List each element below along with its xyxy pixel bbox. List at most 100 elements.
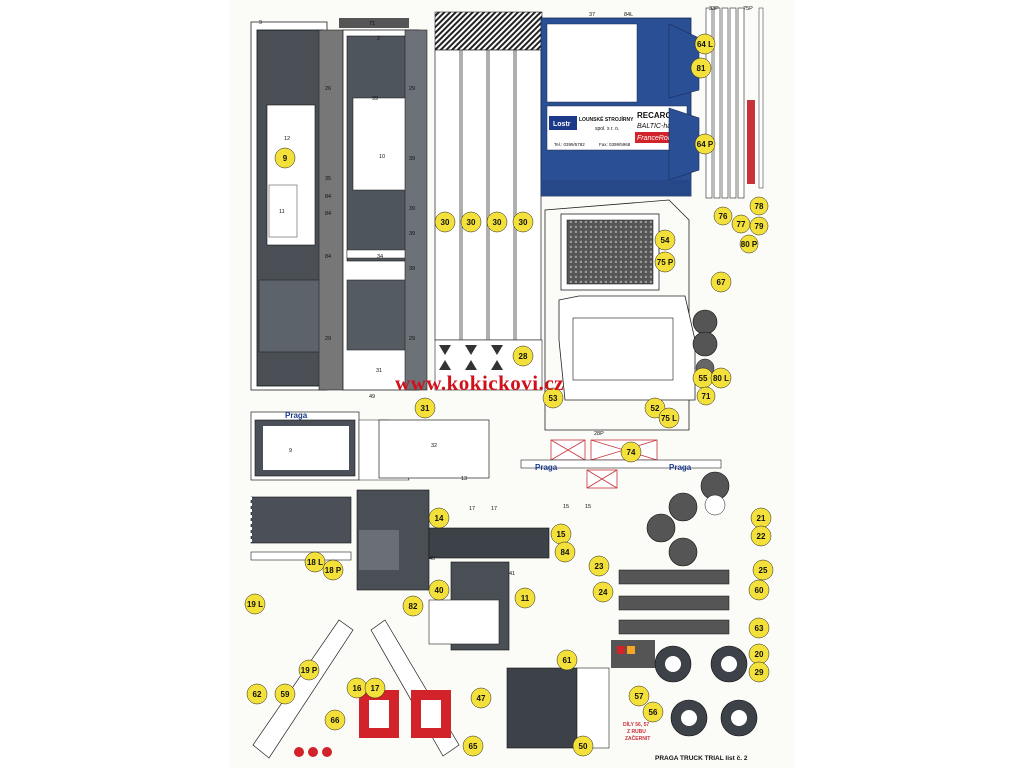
svg-text:31: 31	[376, 368, 382, 374]
part-badge: 75 P	[654, 251, 676, 273]
svg-text:19 L: 19 L	[247, 600, 263, 609]
svg-text:15: 15	[563, 504, 569, 510]
svg-text:53: 53	[549, 394, 558, 403]
part-badge: 18 L	[304, 551, 326, 573]
svg-text:12: 12	[284, 136, 290, 142]
part-badge: 81	[690, 57, 712, 79]
svg-text:49: 49	[369, 394, 375, 400]
svg-text:Z RUBU: Z RUBU	[627, 729, 646, 735]
svg-text:84: 84	[325, 254, 331, 260]
svg-text:10: 10	[379, 154, 385, 160]
ad-sponsor-3: FranceRoutes	[637, 135, 681, 142]
cab-side-strip: 26 35 84 84 84 29	[318, 29, 344, 391]
svg-text:13: 13	[461, 476, 467, 482]
svg-text:11: 11	[279, 209, 285, 215]
part-badge: 16	[346, 677, 368, 699]
diagonal-arms	[252, 619, 460, 759]
part-badge: 19 P	[298, 659, 320, 681]
part-badge: 84	[554, 541, 576, 563]
watermark: www.kokickovi.cz	[395, 371, 564, 395]
svg-text:82: 82	[409, 602, 418, 611]
svg-text:31: 31	[421, 404, 430, 413]
part-badge: 24	[592, 581, 614, 603]
stripe-parts-30	[434, 11, 543, 391]
svg-text:79: 79	[755, 222, 764, 231]
part-badge: 71	[696, 386, 716, 406]
ad-sponsor-2: BALTIC-haus	[637, 123, 679, 130]
svg-text:81: 81	[697, 64, 706, 73]
svg-text:11: 11	[521, 594, 530, 603]
part-badge: 76	[713, 206, 733, 226]
svg-text:32: 32	[431, 443, 437, 449]
svg-text:50: 50	[579, 742, 588, 751]
svg-text:77: 77	[737, 220, 746, 229]
svg-text:17: 17	[371, 684, 380, 693]
tread-strip-left	[250, 496, 352, 561]
svg-text:30: 30	[493, 218, 502, 227]
part-badge: 28	[512, 345, 534, 367]
svg-text:20: 20	[755, 650, 764, 659]
part-badge: 75 L	[658, 407, 680, 429]
svg-text:22: 22	[757, 532, 766, 541]
svg-text:57: 57	[635, 692, 644, 701]
svg-text:64 P: 64 P	[697, 140, 714, 149]
svg-text:56: 56	[649, 708, 658, 717]
svg-text:29: 29	[409, 86, 415, 92]
svg-text:80 L: 80 L	[713, 374, 729, 383]
svg-text:66: 66	[331, 716, 340, 725]
part-badge: 17	[364, 677, 386, 699]
part-badge: 31	[414, 397, 436, 419]
svg-text:9: 9	[259, 20, 262, 26]
part-badge: 64 L	[694, 33, 716, 55]
svg-text:24: 24	[599, 588, 608, 597]
praga-plate: Praga 9 32	[250, 411, 490, 481]
part-badge: 80 P	[739, 234, 759, 254]
svg-text:28P: 28P	[594, 431, 604, 437]
svg-text:74: 74	[627, 448, 636, 457]
part-badge: 50	[572, 735, 594, 757]
part-badge: 82	[402, 595, 424, 617]
ad-company: LOUNSKÉ STROJÍRNY	[579, 115, 634, 123]
svg-text:39: 39	[409, 231, 415, 237]
part-badge: 30	[434, 211, 456, 233]
svg-text:67: 67	[717, 278, 726, 287]
part-badge: 15	[550, 523, 572, 545]
ad-phone: Tel.: 0399/5782	[554, 142, 585, 147]
svg-text:76: 76	[719, 212, 728, 221]
svg-text:34: 34	[377, 254, 383, 260]
svg-text:75 L: 75 L	[661, 414, 677, 423]
svg-text:ZAČERNIT: ZAČERNIT	[625, 735, 650, 742]
part-badge: 23	[588, 555, 610, 577]
svg-text:84L: 84L	[624, 12, 633, 18]
bottom-note: DÍLY 56, 57 Z RUBU ZAČERNIT	[623, 720, 650, 742]
gear-wheels	[618, 471, 730, 635]
wheel-box-net	[356, 489, 550, 651]
part-badge: 78	[749, 196, 769, 216]
svg-text:71: 71	[702, 392, 711, 401]
svg-text:41: 41	[509, 571, 515, 577]
svg-text:15: 15	[585, 504, 591, 510]
svg-text:54: 54	[661, 236, 670, 245]
sheet-title: PRAGA TRUCK TRIAL list č. 2	[655, 755, 748, 762]
svg-text:63: 63	[755, 624, 764, 633]
svg-text:84: 84	[325, 211, 331, 217]
part-badge: 21	[750, 507, 772, 529]
svg-text:30: 30	[467, 218, 476, 227]
svg-text:75P: 75P	[743, 6, 753, 12]
svg-text:30: 30	[519, 218, 528, 227]
part-badge: 29	[748, 661, 770, 683]
vertical-strips	[705, 7, 764, 199]
svg-text:80 P: 80 P	[741, 240, 758, 249]
part-badge: 62	[246, 683, 268, 705]
part-badge: 53	[542, 387, 564, 409]
part-badge: 40	[428, 579, 450, 601]
svg-text:62: 62	[253, 690, 262, 699]
part-badge: 14	[428, 507, 450, 529]
svg-text:84: 84	[561, 548, 570, 557]
frame-rail: Praga Praga	[520, 459, 722, 472]
part-badge: 11	[514, 587, 536, 609]
part-badge: 66	[324, 709, 346, 731]
brand-text-left: Praga	[535, 463, 558, 472]
part-badge: 67	[710, 271, 732, 293]
